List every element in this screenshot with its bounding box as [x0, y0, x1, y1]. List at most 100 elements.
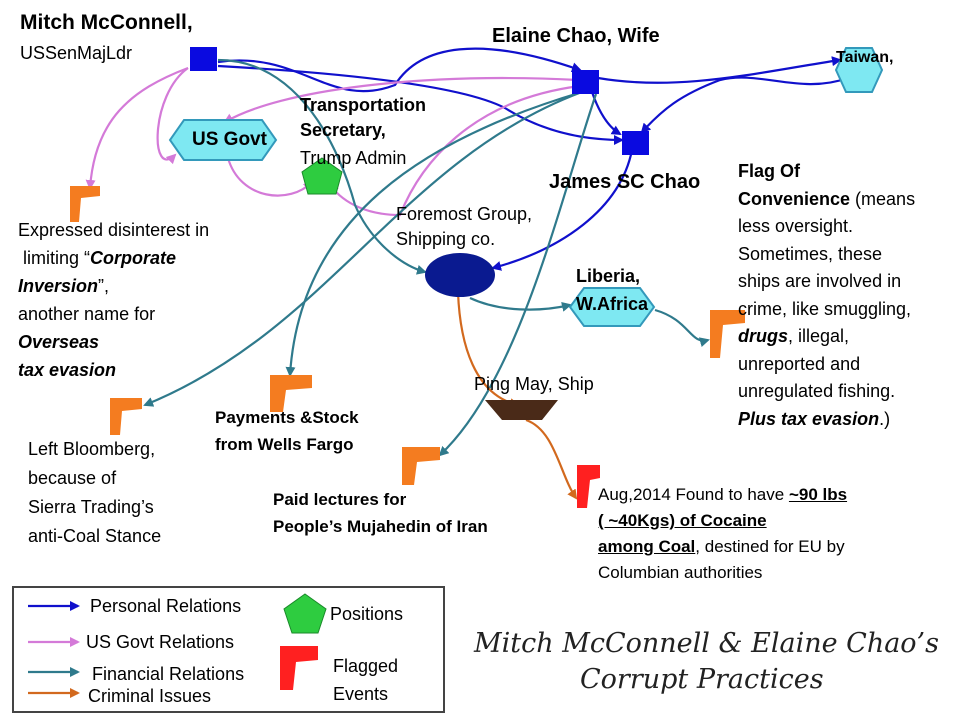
flag-wells: [270, 375, 312, 412]
edge-mitch-elaine: [217, 47, 582, 93]
flag-conv-line-9: unregulated fishing.: [738, 381, 896, 401]
flag-conv-line-3: less oversight.: [738, 216, 854, 236]
legend-financial-label: Financial Relations: [92, 664, 245, 684]
diagram-title-line-1: Mitch McConnell & Elaine Chao’s: [474, 628, 939, 659]
transport-label-1: Transportation: [300, 95, 427, 115]
flag-inversion: [70, 186, 100, 222]
inversion-text: Expressed disinterest in limiting “Corpo…: [18, 216, 209, 384]
cocaine-line-1a: Aug,2014 Found to have: [598, 485, 789, 504]
flag-conv-line-10b: .): [879, 408, 891, 429]
flag-convenience: [710, 310, 745, 358]
bloomberg-line-4: anti-Coal Stance: [28, 526, 162, 546]
flag-conv-line-10a: Plus tax evasion: [738, 408, 880, 429]
edge-foremost-liberia: [469, 297, 572, 312]
flag-conv-line-8: unreported and: [738, 353, 861, 374]
flag-conv-line-2b: (means: [850, 188, 916, 209]
legend-positions-label: Positions: [330, 604, 404, 624]
inversion-line-4: another name for: [18, 304, 156, 324]
inversion-line-1: Expressed disinterest in: [18, 220, 210, 240]
taiwan-label: Taiwan,: [836, 49, 894, 66]
criminal-issues-edges: [456, 291, 578, 500]
edge-mitch-inversion: [85, 66, 189, 190]
flag-conv-line-7a: drugs: [738, 326, 789, 346]
legend-personal-label: Personal Relations: [90, 596, 242, 616]
foremost-label-1: Foremost Group,: [396, 204, 533, 224]
us-govt-hexagon: [168, 119, 278, 161]
cocaine-line-2: ( ~40Kgs) of Cocaine: [598, 511, 767, 530]
inversion-line-6: tax evasion: [18, 360, 117, 380]
edge-elaine-lectures: [438, 93, 598, 457]
flag-conv-line-6: crime, like smuggling,: [738, 298, 912, 319]
cocaine-line-4: Columbian authorities: [598, 563, 763, 582]
cocaine-line-1b: ~90 lbs: [788, 485, 848, 504]
flag-lectures: [402, 447, 440, 485]
legend-flagged-label-1: Flagged: [333, 656, 399, 676]
edge-usgovt-transport: [226, 157, 314, 197]
liberia-label-1: Liberia,: [576, 266, 641, 286]
elaine-label: Elaine Chao, Wife: [492, 25, 660, 47]
flag-convenience-text: Flag Of Convenience (means less oversigh…: [738, 158, 915, 433]
liberia-hexagon: [568, 287, 656, 327]
edge-mitch-usgovt: [156, 67, 189, 165]
edge-james-foremost: [491, 149, 634, 271]
liberia-label-2: W.Africa: [576, 294, 649, 314]
cocaine-line-3a: among Coal: [598, 537, 696, 556]
govt-relations-edges: [85, 66, 581, 217]
bloomberg-line-3: Sierra Trading’s: [28, 497, 154, 517]
lectures-line-2: People’s Mujahedin of Iran: [273, 517, 488, 536]
wells-line-1: Payments &Stock: [215, 408, 359, 427]
personal-relations-edges: [217, 47, 849, 271]
financial-relations-edges: [143, 58, 710, 457]
elaine-node: [572, 70, 599, 94]
flag-conv-line-7b: , illegal,: [788, 326, 850, 346]
legend-criminal-label: Criminal Issues: [88, 686, 212, 706]
foremost-group-ellipse: [425, 253, 495, 297]
edge-mitch-foremost: [217, 58, 427, 275]
edge-elaine-transport: [328, 84, 581, 217]
lectures-line-1: Paid lectures for: [273, 490, 407, 509]
inversion-line-2a: limiting “: [23, 248, 91, 268]
legend-flagged-label-2: Events: [333, 684, 389, 704]
legend-flag-red: [280, 646, 318, 690]
legend-position-pentagon: [283, 593, 327, 634]
edge-elaine-taiwan: [597, 56, 842, 84]
inversion-line-3a: Inversion: [18, 276, 99, 296]
edge-elaine-james: [590, 91, 622, 136]
flag-conv-line-2a: Convenience: [738, 188, 851, 209]
cocaine-text: Aug,2014 Found to have ~90 lbs ( ~40Kgs)…: [598, 482, 847, 586]
mitch-name-label: Mitch McConnell,: [20, 11, 193, 34]
bloomberg-line-1: Left Bloomberg,: [28, 439, 156, 459]
transport-label-2: Secretary,: [300, 120, 386, 140]
bloomberg-line-2: because of: [28, 468, 117, 488]
cocaine-line-1: Aug,2014 Found to have ~90 lbs: [598, 482, 847, 508]
edge-mitch-james: [217, 64, 624, 145]
ping-may-ship: [485, 400, 558, 420]
legend-govt-label: US Govt Relations: [86, 632, 235, 652]
mitch-role-label: USSenMajLdr: [20, 43, 133, 63]
cocaine-line-3: among Coal, destined for EU by: [598, 534, 847, 560]
edge-elaine-wells: [285, 90, 583, 377]
diagram-title-line-2: Corrupt Practices: [580, 664, 824, 695]
flag-conv-line-1: Flag Of: [738, 161, 800, 181]
lectures-text: Paid lectures for People’s Mujahedin of …: [273, 486, 488, 540]
inversion-line-3: Inversion”,: [18, 272, 209, 300]
transport-position-pentagon: [301, 157, 343, 195]
inversion-line-2: limiting “Corporate: [18, 244, 209, 272]
wells-line-2: from Wells Fargo: [215, 435, 354, 454]
flag-conv-line-5: ships are involved in: [738, 271, 902, 291]
flag-conv-line-10: Plus tax evasion.): [738, 406, 915, 434]
inversion-line-3b: ”,: [98, 276, 110, 296]
james-label: James SC Chao: [549, 171, 701, 193]
legend-symbols: [28, 601, 80, 698]
edge-elaine-usgovt: [223, 77, 579, 124]
flag-conv-line-2: Convenience (means: [738, 186, 915, 214]
james-node: [622, 131, 649, 155]
foremost-label-2: Shipping co.: [396, 229, 496, 249]
edge-liberia-flag: [654, 308, 710, 347]
edge-pingmay-cocaine: [525, 418, 578, 500]
flag-cocaine: [577, 465, 600, 508]
bloomberg-text: Left Bloomberg, because of Sierra Tradin…: [28, 435, 161, 551]
flag-conv-line-4: Sometimes, these: [738, 243, 883, 264]
flag-bloomberg: [110, 398, 142, 435]
